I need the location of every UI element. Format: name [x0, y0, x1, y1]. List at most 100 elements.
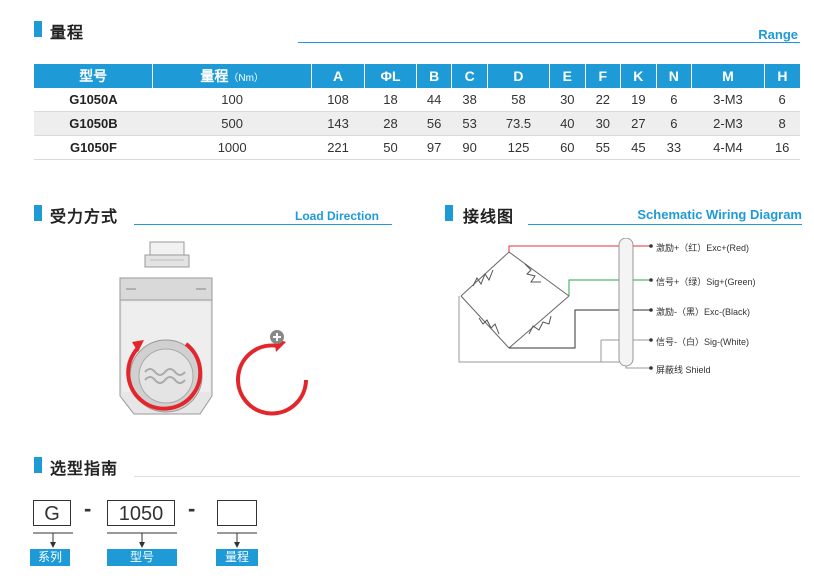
- load-section-rule: [134, 224, 392, 225]
- wire-label-shield: 屏蔽线 Shield: [656, 365, 711, 375]
- range-col-header: B: [416, 64, 453, 88]
- range-col-header: 型号: [34, 64, 154, 88]
- range-col-label: K: [633, 68, 644, 84]
- tag-range: 量程: [216, 549, 258, 566]
- code-series-box: G: [33, 500, 71, 526]
- range-col-header: F: [585, 64, 622, 88]
- value-cell: 53: [451, 111, 488, 136]
- value-cell: 221: [311, 135, 365, 160]
- range-col-header: ΦL: [364, 64, 417, 88]
- value-cell: 125: [487, 135, 550, 160]
- wiring-section-marker: [445, 205, 453, 221]
- value-cell: 143: [311, 111, 365, 136]
- value-cell: 6: [656, 88, 692, 112]
- value-cell: 16: [764, 135, 800, 160]
- range-col-label: H: [777, 68, 788, 84]
- range-col-header: M: [691, 64, 765, 88]
- wiring-section-title-en: Schematic Wiring Diagram: [637, 207, 802, 222]
- code-model-box: 1050: [107, 500, 175, 526]
- value-cell: 60: [549, 135, 586, 160]
- value-cell: 108: [311, 88, 365, 112]
- guide-section-rule: [134, 476, 800, 477]
- range-section-title: 量程: [50, 25, 85, 42]
- range-col-header: C: [451, 64, 488, 88]
- value-cell: 6: [764, 88, 800, 112]
- range-col-label: E: [562, 68, 572, 84]
- wire-label-sig-minus: 信号-（白）Sig-(White): [656, 337, 750, 347]
- guide-section-marker: [34, 457, 42, 473]
- value-cell: 6: [656, 111, 692, 136]
- range-section-title-en: Range: [758, 27, 798, 42]
- range-col-header: N: [656, 64, 693, 88]
- value-cell: 8: [764, 111, 800, 136]
- value-cell: 22: [585, 88, 621, 112]
- load-section-title-en: Load Direction: [295, 209, 380, 223]
- range-col-label: D: [513, 68, 524, 84]
- value-cell: 1000: [152, 135, 312, 160]
- load-section-title: 受力方式: [50, 209, 119, 226]
- range-section-marker: [34, 21, 42, 37]
- value-cell: 90: [451, 135, 488, 160]
- value-cell: 28: [364, 111, 417, 136]
- range-table-header: 型号 量程（Nm） A ΦL B C D E F K N M H: [34, 64, 800, 88]
- model-cell: G1050B: [34, 111, 153, 136]
- range-col-label: F: [598, 68, 608, 84]
- value-cell: 38: [451, 88, 488, 112]
- value-cell: 30: [549, 88, 586, 112]
- range-col-label: C: [464, 68, 475, 84]
- value-cell: 33: [656, 135, 692, 160]
- range-col-header: K: [620, 64, 657, 88]
- value-cell: 500: [152, 111, 312, 136]
- wire-label-sig-plus: 信号+（绿）Sig+(Green): [656, 277, 756, 287]
- code-dash-2: -: [188, 496, 196, 521]
- load-direction-figure: [119, 241, 308, 416]
- range-col-header: A: [311, 64, 366, 88]
- code-range-box: [217, 500, 257, 526]
- value-cell: 45: [620, 135, 657, 160]
- wire-label-exc-plus: 激励+（红）Exc+(Red): [656, 243, 750, 253]
- value-cell: 50: [364, 135, 417, 160]
- value-cell: 18: [364, 88, 417, 112]
- tag-series: 系列: [30, 549, 70, 566]
- value-cell: 100: [152, 88, 312, 112]
- range-col-header: H: [764, 64, 800, 88]
- wiring-section-title: 接线图: [463, 209, 515, 226]
- range-col-header: E: [549, 64, 586, 88]
- range-col-label: A: [333, 68, 344, 84]
- range-col-header: 量程（Nm）: [152, 64, 312, 88]
- value-cell: 73.5: [487, 111, 550, 136]
- guide-section-title: 选型指南: [50, 461, 119, 478]
- value-cell: 55: [585, 135, 621, 160]
- value-cell: 19: [620, 88, 657, 112]
- value-cell: 40: [549, 111, 586, 136]
- model-cell: G1050A: [34, 88, 153, 112]
- code-connectors: [33, 532, 257, 548]
- load-section-marker: [34, 205, 42, 221]
- value-cell: 30: [585, 111, 621, 136]
- value-cell: 44: [416, 88, 452, 112]
- value-cell: 56: [416, 111, 452, 136]
- range-col-header: D: [487, 64, 551, 88]
- code-dash-1: -: [84, 496, 92, 521]
- range-col-label: B: [429, 68, 440, 84]
- value-cell: 97: [416, 135, 452, 160]
- range-section-rule: [298, 42, 800, 43]
- wiring-section-rule: [528, 224, 802, 225]
- value-cell: 4-M4: [691, 135, 765, 160]
- tag-model: 型号: [107, 549, 177, 566]
- range-col-label: M: [722, 68, 734, 84]
- range-col-unit: （Nm）: [228, 73, 264, 84]
- range-col-label: ΦL: [380, 68, 401, 84]
- range-col-label: N: [668, 68, 679, 84]
- model-cell: G1050F: [34, 135, 153, 160]
- range-col-label: 量程: [200, 68, 229, 84]
- value-cell: 27: [620, 111, 657, 136]
- wiring-diagram: [458, 238, 653, 370]
- range-col-label: 型号: [79, 68, 108, 84]
- wire-label-exc-minus: 激励-（黑）Exc-(Black): [656, 307, 750, 317]
- value-cell: 58: [487, 88, 550, 112]
